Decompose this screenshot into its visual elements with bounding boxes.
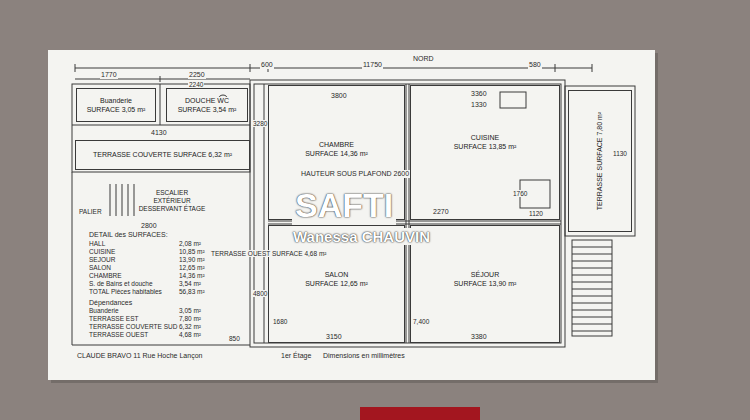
dimension: 1120 (528, 210, 544, 217)
note: TERRASSE OUEST SURFACE 4,68 m² (210, 250, 327, 257)
address: CLAUDE BRAVO 11 Rue Hoche Lançon (76, 352, 203, 360)
room: ESCALIER EXTÉRIEUR DESSERVANT ÉTAGE (104, 182, 208, 225)
dimension: 1680 (272, 318, 288, 325)
compass-label: NORD (412, 55, 435, 63)
room-name: SALON (324, 271, 350, 280)
table-cell: SEJOUR (88, 256, 116, 263)
room-name: TERRASSE SURFACE 7,80 m² (596, 111, 605, 211)
table-cell: 56,83 m² (178, 288, 206, 295)
table-cell: 3,54 m² (178, 280, 202, 287)
dimension: 3380 (470, 333, 488, 341)
room-name: TERRASSE COUVERTE SURFACE 6,32 m² (92, 151, 233, 160)
room-name: CHAMBRE (318, 141, 355, 150)
table-cell: 2,08 m² (178, 240, 202, 247)
dimension: 850 (228, 335, 241, 342)
table-cell: TERRASSE OUEST (88, 331, 149, 338)
address: 1er Étage (280, 352, 312, 360)
dimension: 3150 (325, 333, 343, 341)
table-cell: CUISINE (88, 248, 116, 255)
table-cell: CHAMBRE (88, 272, 123, 279)
table-cell: 12,65 m² (178, 264, 206, 271)
dimension: 1760 (512, 190, 528, 197)
dimension: 3280 (252, 120, 268, 127)
address: Dimensions en millimètres (322, 352, 406, 360)
table-cell: 6,32 m² (178, 323, 202, 330)
room-surface: SURFACE 3,54 m² (177, 106, 238, 115)
table-cell: 7,80 m² (178, 315, 202, 322)
note: HAUTEUR SOUS PLAFOND 2600 (300, 170, 410, 178)
dimension: 2250 (188, 71, 206, 79)
table-cell: TERRASSE EST (88, 315, 139, 322)
table-cell: SALON (88, 264, 112, 271)
dimension: 2270 (432, 208, 450, 216)
table-cell: Dépendances (88, 299, 133, 307)
dimension: 1770 (100, 71, 118, 79)
dimension: 1130 (612, 150, 628, 157)
table-cell: TERRASSE COUVERTE SUD (88, 323, 178, 330)
dimension: 2240 (188, 81, 204, 88)
room-name: ESCALIER EXTÉRIEUR DESSERVANT ÉTAGE (137, 189, 207, 213)
room-name: CUISINE (470, 134, 500, 143)
room: DOUCHE WCSURFACE 3,54 m² (166, 88, 248, 122)
table-cell: S. de Bains et douche (88, 280, 154, 287)
table-cell: 13,90 m² (178, 256, 206, 263)
table-cell: 10,85 m² (178, 248, 206, 255)
table-cell: TOTAL Pièces habitables (88, 288, 163, 295)
room: TERRASSE SURFACE 7,80 m² (568, 90, 632, 232)
dimension: 4800 (252, 290, 268, 297)
room: BuanderieSURFACE 3,05 m² (76, 88, 156, 122)
room-name: SÉJOUR (470, 271, 500, 280)
room-name: Buanderie (99, 97, 133, 106)
dimension: 3800 (330, 92, 348, 100)
paper-sheet (48, 50, 655, 380)
room-name: DOUCHE WC (184, 97, 230, 106)
dimension: 7,400 (412, 318, 430, 325)
room-surface: SURFACE 13,85 m² (453, 143, 518, 152)
room-surface: SURFACE 3,05 m² (86, 106, 147, 115)
dimension: 600 (260, 61, 274, 69)
watermark: Wanessa CHAUVIN (290, 228, 433, 245)
dimension: 2800 (140, 222, 158, 230)
note: PALIER (78, 208, 103, 215)
dimension: 4130 (150, 129, 168, 137)
room-surface: SURFACE 13,90 m² (453, 280, 518, 289)
dimension: 3360 (470, 90, 488, 98)
room: TERRASSE COUVERTE SURFACE 6,32 m² (75, 140, 250, 170)
red-cloth (360, 407, 480, 420)
table-cell: Buanderie (88, 307, 120, 314)
dimension: 11750 (362, 61, 383, 69)
table-cell: 14,36 m² (178, 272, 206, 279)
table-cell: 3,05 m² (178, 307, 202, 314)
room-surface: SURFACE 14,36 m² (304, 150, 369, 159)
table-cell: DETAIL des SURFACES: (88, 231, 169, 239)
dimension: 1330 (470, 101, 488, 109)
watermark: SAFTI (292, 186, 396, 225)
plan-lines (72, 64, 635, 347)
dimension: 580 (528, 61, 542, 69)
table-cell: 4,68 m² (178, 331, 202, 338)
table-cell: HALL (88, 240, 106, 247)
room-surface: SURFACE 12,65 m² (304, 280, 369, 289)
